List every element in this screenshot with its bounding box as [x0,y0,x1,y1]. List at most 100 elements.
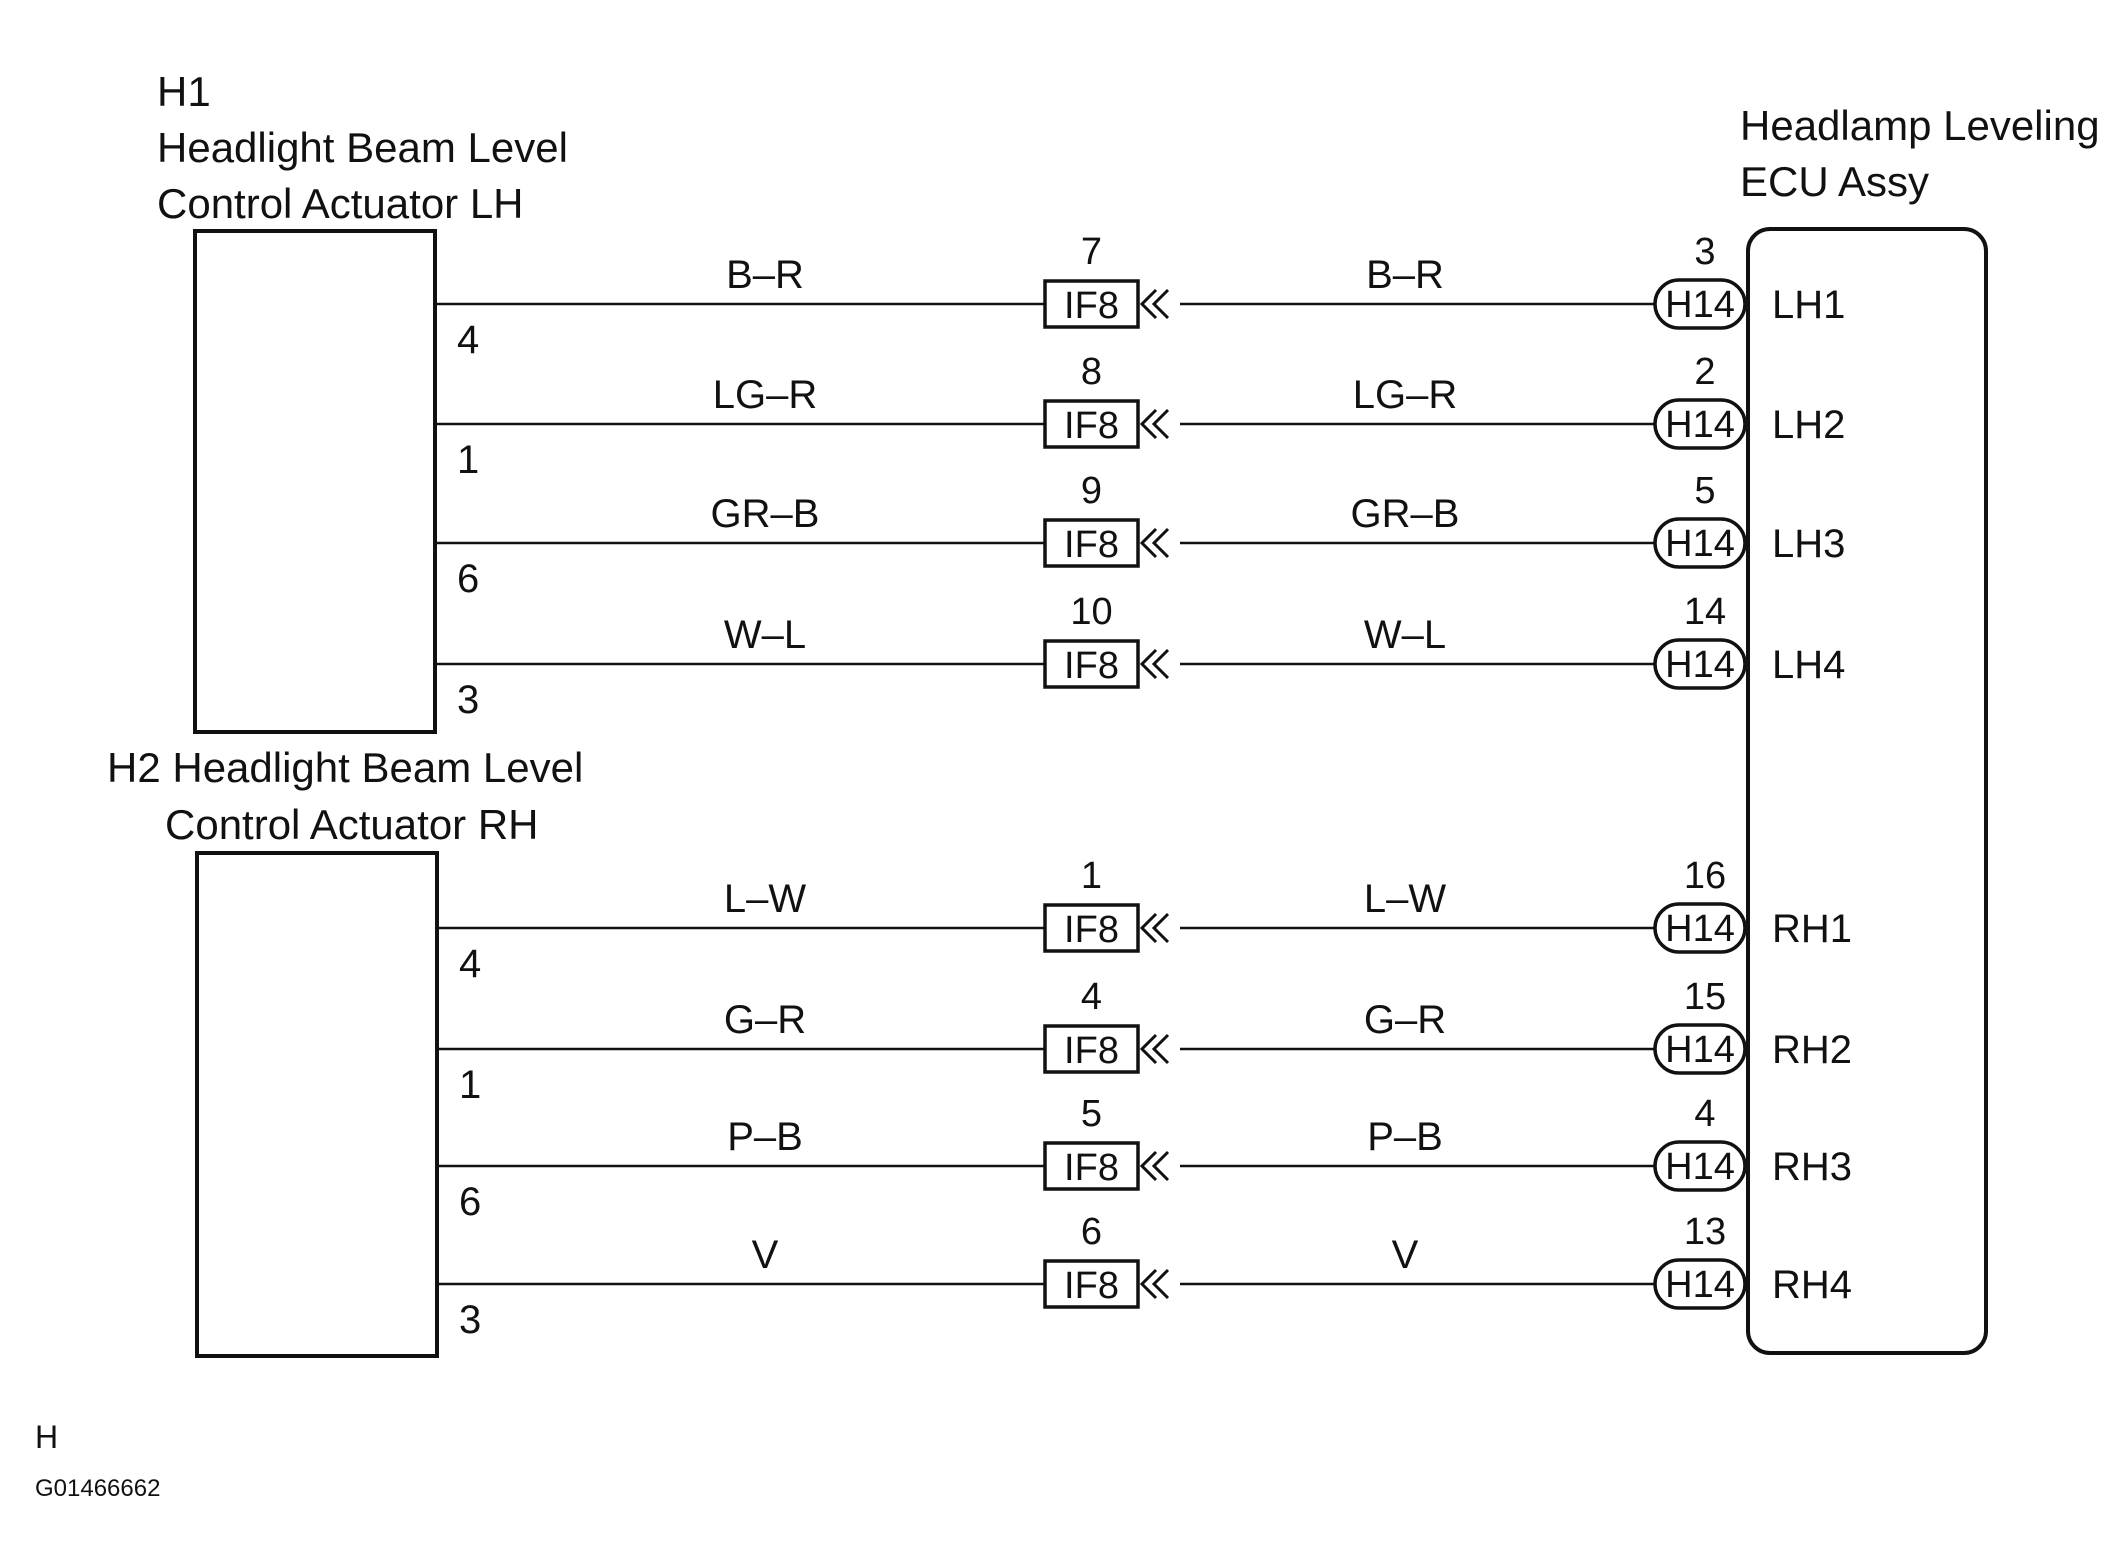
junction-connector-label: IF8 [1064,285,1119,327]
ecu-terminal-label: RH2 [1772,1028,1852,1072]
connector-chevron-icon [1139,527,1170,559]
ecu-title-line: ECU Assy [1740,158,1929,205]
wire-color-label-left: G–R [724,998,806,1042]
wire-color-label-right: G–R [1364,998,1446,1042]
junction-pin-number: 1 [1081,855,1102,897]
ecu-pin-number: 13 [1684,1211,1726,1253]
ecu-connector-pill [1653,1023,1747,1075]
junction-pin-number: 9 [1081,470,1102,512]
ecu-pin-number: 14 [1684,591,1726,633]
junction-connector-box [1043,903,1140,953]
footer-code: G01466662 [35,1475,160,1502]
junction-pin-number: 5 [1081,1093,1102,1135]
actuator-pin-number: 3 [457,678,479,722]
ecu-connector-pill [1653,638,1747,690]
ecu-connector-pill [1653,1258,1747,1310]
ecu-connector-pill [1653,278,1747,330]
ecu-title-line: Headlamp Leveling [1740,102,2100,149]
junction-connector-box [1043,279,1140,329]
ecu-terminal-label: LH2 [1772,403,1845,447]
junction-connector-label: IF8 [1064,645,1119,687]
junction-connector-label: IF8 [1064,1147,1119,1189]
junction-connector-box [1043,399,1140,449]
actuator-pin-number: 6 [457,557,479,601]
actuator-pin-number: 6 [459,1180,481,1224]
wire-color-label-right: L–W [1364,877,1446,921]
connector-chevron-icon [1139,1033,1170,1065]
junction-pin-number: 4 [1081,976,1102,1018]
h1-title-line: Headlight Beam Level [157,124,568,171]
ecu-connector-label: H14 [1665,1146,1735,1188]
ecu-terminal-label: RH4 [1772,1263,1852,1307]
actuator-pin-number: 1 [459,1063,481,1107]
ecu-connector-label: H14 [1665,644,1735,686]
h2-actuator-box [195,851,439,1358]
wire-color-label-right: B–R [1366,253,1444,297]
actuator-pin-number: 4 [459,942,481,986]
ecu-pin-number: 3 [1694,231,1715,273]
junction-connector-label: IF8 [1064,1030,1119,1072]
connector-chevron-icon [1139,1150,1170,1182]
ecu-title: Headlamp Leveling ECU Assy [1740,102,2100,205]
h2-title-line: H2 Headlight Beam Level [107,744,583,791]
connector-chevron-icon [1139,288,1170,320]
junction-connector-label: IF8 [1064,524,1119,566]
connector-chevron-icon [1139,408,1170,440]
h2-title-line: Control Actuator RH [165,801,539,848]
ecu-connector-pill [1653,398,1747,450]
junction-connector-label: IF8 [1064,405,1119,447]
wire-color-label-right: LG–R [1353,373,1458,417]
junction-connector-box [1043,1141,1140,1191]
wire-color-label-left: LG–R [713,373,818,417]
ecu-pin-number: 15 [1684,976,1726,1018]
wire-color-label-left: GR–B [711,492,820,536]
ecu-connector-label: H14 [1665,523,1735,565]
ecu-connector-label: H14 [1665,1264,1735,1306]
ecu-terminal-label: LH4 [1772,643,1845,687]
junction-pin-number: 10 [1070,591,1112,633]
ecu-connector-label: H14 [1665,404,1735,446]
ecu-connector-label: H14 [1665,284,1735,326]
junction-pin-number: 7 [1081,231,1102,273]
footer-letter: H [35,1419,58,1455]
junction-pin-number: 6 [1081,1211,1102,1253]
junction-connector-box [1043,1259,1140,1309]
ecu-pin-number: 5 [1694,470,1715,512]
wire-color-label-left: L–W [724,877,806,921]
wire-color-label-right: W–L [1364,613,1446,657]
junction-connector-label: IF8 [1064,1265,1119,1307]
ecu-connector-pill [1653,902,1747,954]
ecu-connector-label: H14 [1665,1029,1735,1071]
connector-chevron-icon [1139,648,1170,680]
ecu-terminal-label: RH3 [1772,1145,1852,1189]
h1-title-line: Control Actuator LH [157,180,524,227]
h2-title: H2 Headlight Beam Level Control Actuator… [107,744,583,848]
actuator-pin-number: 3 [459,1298,481,1342]
ecu-connector-label: H14 [1665,908,1735,950]
actuator-pin-number: 1 [457,438,479,482]
ecu-pin-number: 16 [1684,855,1726,897]
actuator-pin-number: 4 [457,318,479,362]
ecu-terminal-label: LH1 [1772,283,1845,327]
ecu-connector-pill [1653,1140,1747,1192]
connector-chevron-icon [1139,912,1170,944]
h1-title-line: H1 [157,68,211,115]
ecu-connector-pill [1653,517,1747,569]
h1-actuator-box [193,229,437,734]
junction-connector-label: IF8 [1064,909,1119,951]
ecu-pin-number: 4 [1694,1093,1715,1135]
wire-color-label-right: V [1392,1233,1419,1277]
junction-connector-box [1043,639,1140,689]
junction-pin-number: 8 [1081,351,1102,393]
wire-color-label-left: B–R [726,253,804,297]
wire-color-label-right: P–B [1367,1115,1443,1159]
connector-chevron-icon [1139,1268,1170,1300]
